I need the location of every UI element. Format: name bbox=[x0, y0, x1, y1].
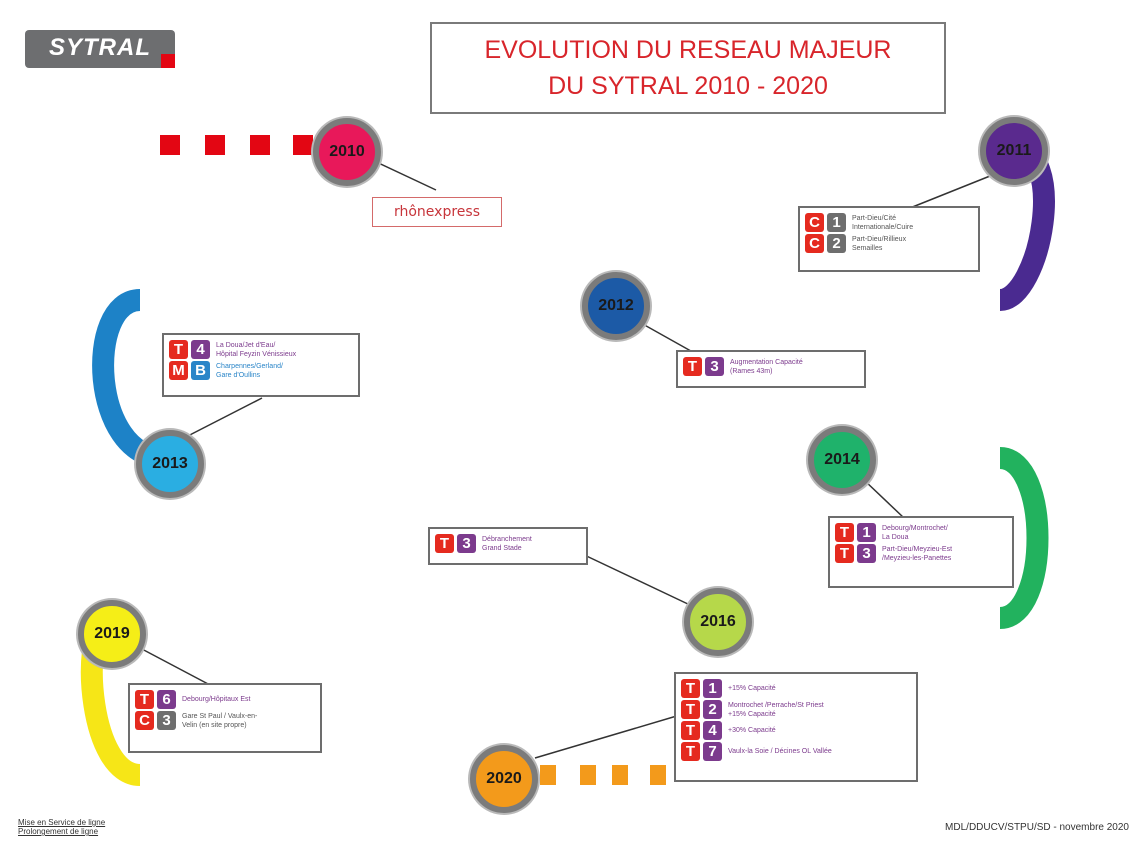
logo-red-square bbox=[161, 54, 175, 68]
mode-badge: C bbox=[805, 234, 824, 253]
line-number-badge: 7 bbox=[703, 742, 722, 761]
mode-badge: T bbox=[135, 690, 154, 709]
line-number-badge: 3 bbox=[705, 357, 724, 376]
year-2010-label: 2010 bbox=[329, 143, 365, 160]
year-2013-label: 2013 bbox=[152, 455, 188, 472]
legend: Mise en Service de ligne Prolongement de… bbox=[18, 818, 105, 836]
mode-badge: T bbox=[683, 357, 702, 376]
line-description: Debourg/Hôpitaux Est bbox=[182, 696, 251, 703]
logo-text: SYTRAL bbox=[49, 34, 151, 61]
line-description: Vaulx-la Soie / Décines OL Vallée bbox=[728, 748, 832, 755]
line-number-badge: 1 bbox=[857, 523, 876, 542]
line-number-badge: 3 bbox=[857, 544, 876, 563]
line-number-badge: 3 bbox=[157, 711, 176, 730]
line-description: Gare St Paul / Vaulx-en- Velin (en site … bbox=[182, 712, 258, 729]
legend-line-1: Mise en Service de ligne bbox=[18, 818, 106, 827]
year-2012-circle: 2012 bbox=[582, 272, 650, 340]
mode-badge: C bbox=[805, 213, 824, 232]
mode-badge: T bbox=[169, 340, 188, 359]
line-description: Part-Dieu/Meyzieu-Est /Meyzieu-les-Panet… bbox=[882, 545, 953, 562]
mode-badge: T bbox=[835, 544, 854, 563]
year-2012-label: 2012 bbox=[598, 297, 634, 314]
mode-badge: T bbox=[681, 679, 700, 698]
line-number-badge: 1 bbox=[703, 679, 722, 698]
year-2013-circle: 2013 bbox=[136, 430, 204, 498]
line-number-badge: 2 bbox=[827, 234, 846, 253]
footer-reference: MDL/DDUCV/STPU/SD - novembre 2020 bbox=[945, 822, 1129, 833]
year-2014-label: 2014 bbox=[824, 451, 860, 468]
line-description: Part-Dieu/Rillieux Semailles bbox=[852, 235, 907, 252]
mode-badge: T bbox=[681, 742, 700, 761]
year-2016-circle: 2016 bbox=[684, 588, 752, 656]
mode-badge: T bbox=[835, 523, 854, 542]
dashed-end bbox=[540, 765, 666, 785]
line-description: Charpennes/Gerland/ Gare d'Oullins bbox=[216, 362, 283, 379]
mode-badge: M bbox=[169, 361, 188, 380]
line-number-badge: 1 bbox=[827, 213, 846, 232]
line-description: Part-Dieu/Cité Internationale/Cuire bbox=[852, 214, 914, 231]
line-description: Montrochet /Perrache/St Priest +15% Capa… bbox=[728, 701, 824, 718]
year-2019-label: 2019 bbox=[94, 625, 130, 642]
rhonexpress-logo: rhônexpress bbox=[372, 197, 502, 227]
line-description: Augmentation Capacité (Rames 43m) bbox=[730, 358, 803, 375]
year-2019-circle: 2019 bbox=[78, 600, 146, 668]
mode-badge: C bbox=[135, 711, 154, 730]
year-2011-circle: 2011 bbox=[980, 117, 1048, 185]
year-2014-circle: 2014 bbox=[808, 426, 876, 494]
line-number-badge: 3 bbox=[457, 534, 476, 553]
line-number-badge: 4 bbox=[191, 340, 210, 359]
title-line-1: EVOLUTION DU RESEAU MAJEUR bbox=[484, 36, 892, 64]
title-box: EVOLUTION DU RESEAU MAJEUR DU SYTRAL 201… bbox=[430, 22, 946, 114]
line-description: Debourg/Montrochet/ La Doua bbox=[882, 524, 948, 541]
rhonexpress-text: rhônexpress bbox=[393, 204, 480, 220]
mode-badge: T bbox=[681, 721, 700, 740]
dashed-start bbox=[160, 135, 313, 155]
year-2010-circle: 2010 bbox=[313, 118, 381, 186]
title-line-2: DU SYTRAL 2010 - 2020 bbox=[548, 72, 828, 100]
sytral-logo: SYTRAL bbox=[25, 30, 175, 68]
year-2020-label: 2020 bbox=[486, 770, 522, 787]
mode-badge: T bbox=[435, 534, 454, 553]
line-number-badge: 4 bbox=[703, 721, 722, 740]
year-2020-circle: 2020 bbox=[470, 745, 538, 813]
line-number-badge: 2 bbox=[703, 700, 722, 719]
mode-badge: T bbox=[681, 700, 700, 719]
line-number-badge: B bbox=[191, 361, 210, 380]
line-description: +30% Capacité bbox=[728, 727, 776, 734]
year-2016-label: 2016 bbox=[700, 613, 736, 630]
line-number-badge: 6 bbox=[157, 690, 176, 709]
connector-lines bbox=[139, 159, 1001, 759]
year-2011-label: 2011 bbox=[996, 142, 1032, 159]
line-description: +15% Capacité bbox=[728, 685, 776, 692]
line-description: Débranchement Grand Stade bbox=[482, 535, 532, 552]
line-description: La Doua/Jet d'Eau/ Hôpital Feyzin Véniss… bbox=[216, 341, 297, 358]
legend-line-2: Prolongement de ligne bbox=[18, 827, 99, 836]
